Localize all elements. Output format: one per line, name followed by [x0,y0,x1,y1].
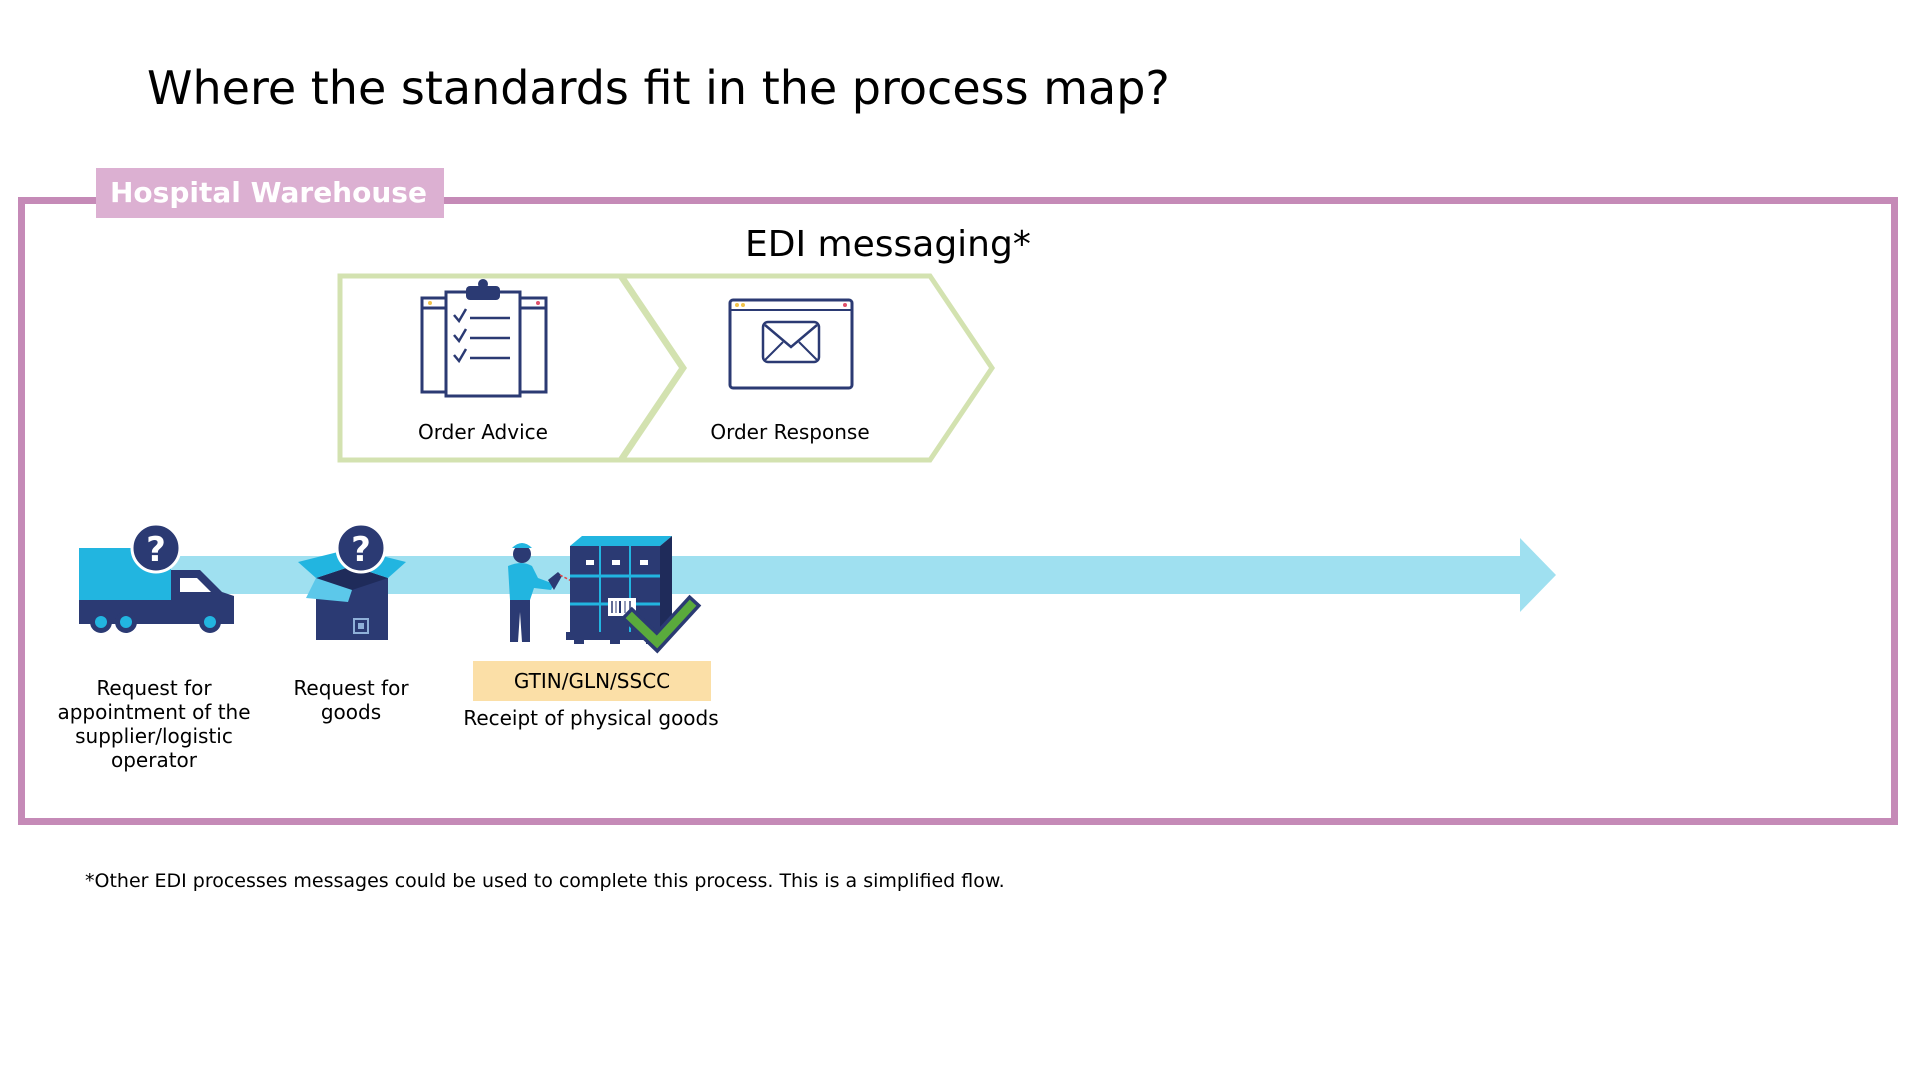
edi-messaging-heading: EDI messaging* [745,224,1031,265]
svg-text:?: ? [351,530,371,570]
step-request-appointment-label: Request for appointment of the supplier/… [57,676,251,772]
page-title: Where the standards fit in the process m… [147,61,1170,115]
hospital-warehouse-tab: Hospital Warehouse [96,168,444,218]
step-request-goods-label: Request for goods [293,676,409,724]
order-advice-label: Order Advice [418,420,548,444]
footnote: *Other EDI processes messages could be u… [85,870,1005,892]
standards-code-badge: GTIN/GLN/SSCC [473,661,711,701]
order-response-label: Order Response [710,420,870,444]
delivery-truck-question-icon: ? [79,522,234,633]
envelope-window-icon [728,298,854,390]
step-receipt-goods-label: Receipt of physical goods [463,706,719,730]
clipboard-checklist-icon [420,279,548,398]
worker-scanning-pallet-icon [508,536,672,644]
check-mark-icon [620,594,702,654]
svg-text:?: ? [146,530,166,570]
hospital-warehouse-frame [18,197,1898,825]
open-box-question-icon: ? [298,522,406,640]
